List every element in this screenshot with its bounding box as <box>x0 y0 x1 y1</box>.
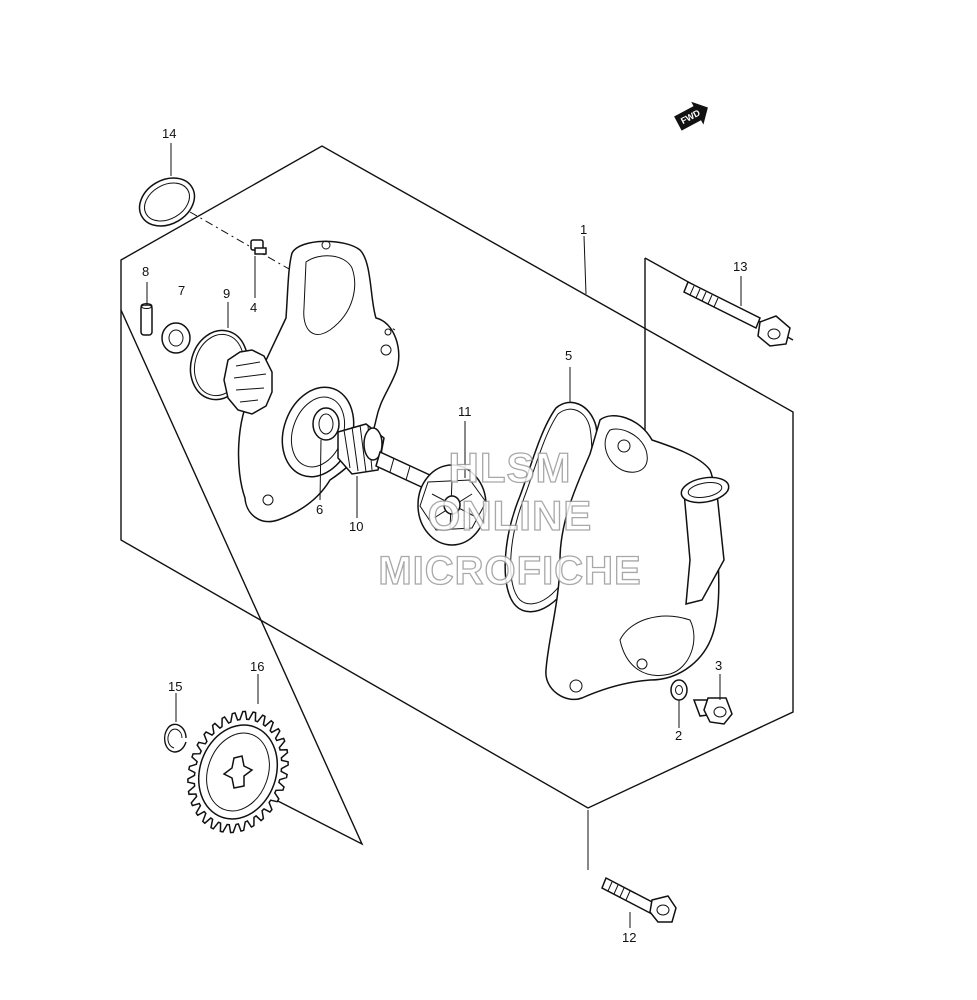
part-8-dowel-pin <box>140 303 153 336</box>
part-15-circlip <box>163 723 187 753</box>
callout-15: 15 <box>168 679 182 694</box>
callout-9: 9 <box>223 286 230 301</box>
part-6-mechanical-seal <box>312 407 340 441</box>
part-3-bolt <box>692 697 733 725</box>
part-13-bolt <box>683 280 791 347</box>
watermark: HLSM ONLINE MICROFICHE <box>378 443 642 593</box>
callout-3: 3 <box>715 658 722 673</box>
callout-11: 11 <box>458 404 472 419</box>
watermark-line-2: ONLINE <box>428 492 593 539</box>
callout-5: 5 <box>565 348 572 363</box>
callout-7: 7 <box>178 283 185 298</box>
callout-2: 2 <box>675 728 682 743</box>
callout-13: 13 <box>733 259 747 274</box>
part-11-impeller <box>417 464 487 546</box>
leader-lines <box>146 143 742 928</box>
watermark-line-3: MICROFICHE <box>378 549 641 593</box>
callout-14: 14 <box>162 126 176 141</box>
part-16-pump-gear <box>187 710 289 834</box>
callout-16: 16 <box>250 659 264 674</box>
callout-labels: 1 2 3 4 5 6 7 8 9 10 11 12 13 14 15 16 <box>142 126 747 945</box>
part-2-washer <box>670 679 688 701</box>
watermark-line-1: HLSM <box>449 444 572 491</box>
part-7-seal <box>161 322 191 354</box>
pump-cover <box>545 415 730 701</box>
callout-8: 8 <box>142 264 149 279</box>
callout-6: 6 <box>316 502 323 517</box>
callout-12: 12 <box>622 930 636 945</box>
part-4-bolt <box>250 239 267 255</box>
part-10-shaft-seal <box>337 423 385 475</box>
pump-case <box>223 240 400 523</box>
part-14-o-ring <box>138 177 396 331</box>
callout-1: 1 <box>580 222 587 237</box>
fwd-arrow-icon: FWD <box>674 101 708 131</box>
part-12-bolt <box>601 876 677 923</box>
callout-10: 10 <box>349 519 363 534</box>
callout-4: 4 <box>250 300 257 315</box>
